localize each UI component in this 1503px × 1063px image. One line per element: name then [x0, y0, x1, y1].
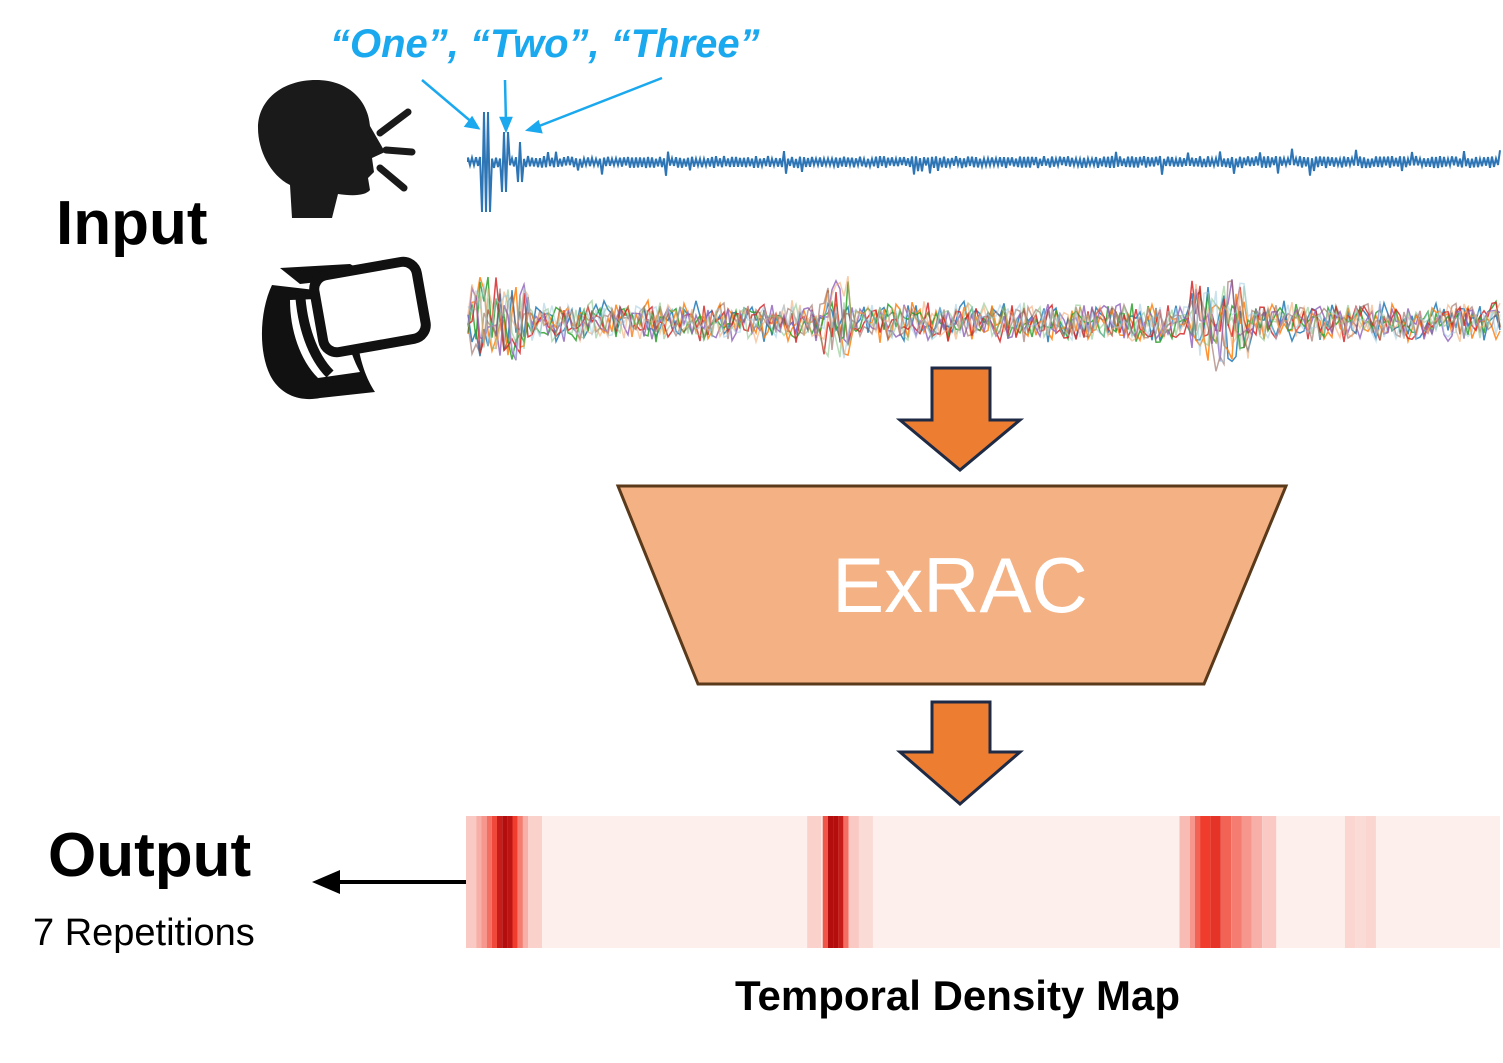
density-cell-13: [822, 816, 828, 948]
output-label: Output: [48, 821, 252, 890]
density-cell-21: [1189, 816, 1195, 948]
density-cell-29: [1262, 816, 1277, 948]
down-arrow-1: [895, 366, 1025, 472]
density-cell-22: [1195, 816, 1201, 948]
density-cell-19: [858, 816, 873, 948]
smartwatch-icon: [261, 256, 431, 400]
sensor-series-2: [467, 276, 1501, 361]
speaking-head-icon: [258, 80, 416, 218]
density-cell-27: [1241, 816, 1252, 948]
sensor-signals: [467, 276, 1501, 372]
density-cell-11: [528, 816, 542, 948]
density-cell-3: [486, 816, 492, 948]
sensor-series-7: [467, 285, 1501, 359]
sensor-series-6: [467, 279, 1501, 372]
model-name: ExRAC: [832, 541, 1088, 629]
density-cell-1: [476, 816, 482, 948]
audio-waveform: [467, 111, 1501, 213]
density-base: [466, 816, 1500, 948]
density-cell-18: [848, 816, 859, 948]
density-cell-9: [517, 816, 523, 948]
density-cell-16: [838, 816, 844, 948]
repetition-count: 7 Repetitions: [33, 912, 255, 954]
density-cell-10: [522, 816, 529, 948]
model-block: [615, 484, 1289, 686]
down-arrow-2: [895, 700, 1025, 806]
density-cell-17: [843, 816, 849, 948]
density-cell-26: [1231, 816, 1242, 948]
density-cell-24: [1210, 816, 1221, 948]
density-cell-25: [1220, 816, 1232, 948]
density-cell-32: [1365, 816, 1376, 948]
density-cell-20: [1179, 816, 1190, 948]
input-label: Input: [56, 189, 208, 258]
density-cell-8: [512, 816, 518, 948]
density-cell-31: [1355, 816, 1366, 948]
density-cell-6: [502, 816, 508, 948]
density-cell-4: [491, 816, 498, 948]
density-cell-30: [1344, 816, 1356, 948]
density-cell-2: [481, 816, 487, 948]
density-cell-15: [833, 816, 839, 948]
density-cell-23: [1200, 816, 1211, 948]
density-cell-28: [1251, 816, 1263, 948]
spoken-words-annotation: “One”, “Two”, “Three”: [330, 22, 760, 66]
density-map-title: Temporal Density Map: [735, 972, 1180, 1019]
density-stripes: [466, 816, 1500, 948]
annotation-arrows: [421, 76, 663, 134]
output-arrow: [312, 870, 466, 894]
density-cell-7: [507, 816, 513, 948]
density-cell-0: [466, 816, 477, 948]
density-cell-12: [807, 816, 822, 948]
sensor-series-9: [467, 282, 1501, 363]
density-cell-5: [497, 816, 503, 948]
density-cell-14: [827, 816, 834, 948]
